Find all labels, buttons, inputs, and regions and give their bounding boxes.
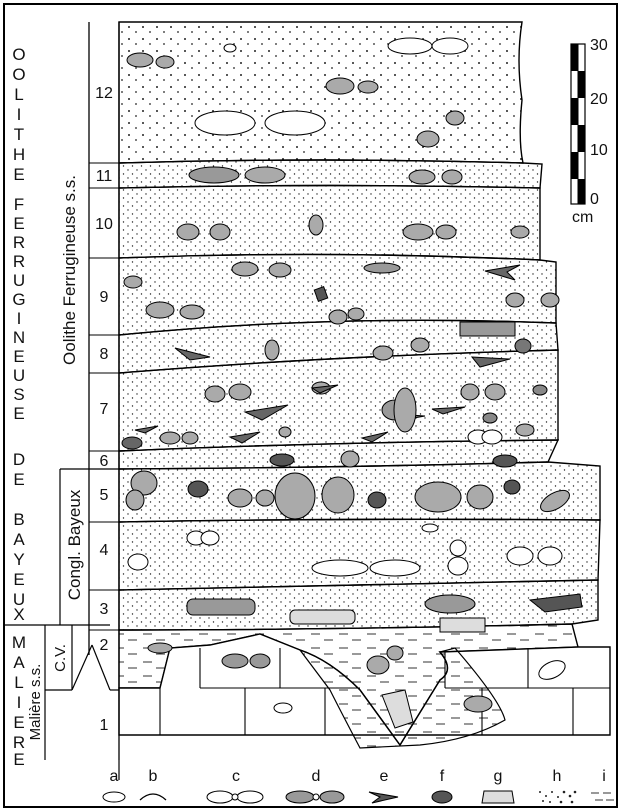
- formation-letter: D: [13, 450, 25, 469]
- scale-tick: 0: [590, 191, 599, 208]
- formation-letter: I: [17, 693, 22, 712]
- formation-letter: R: [13, 233, 25, 252]
- unit-cv: C.V.: [52, 644, 69, 672]
- legend-symbol-g: [482, 791, 514, 803]
- legend-symbol-h: [539, 791, 576, 804]
- bed-number: 9: [100, 289, 109, 306]
- formation-letter: F: [14, 195, 24, 214]
- unit-congl-bayeux: Congl. Bayeux: [65, 489, 84, 600]
- scale-tick: 10: [590, 142, 608, 159]
- formation-letter: U: [13, 271, 25, 290]
- legend-symbol-f: [432, 791, 452, 803]
- bed-number: 6: [100, 453, 109, 470]
- legend-symbol-a: [103, 792, 125, 802]
- formation-letter: E: [13, 214, 24, 233]
- formation-letter: A: [13, 653, 25, 672]
- unit-maliere-ss: Malière s.s.: [27, 664, 44, 741]
- scale-bar: 30 20 10 0 cm: [571, 37, 608, 226]
- formation-letter: R: [13, 252, 25, 271]
- formation-letter: E: [13, 713, 24, 732]
- legend-letter: e: [380, 768, 389, 785]
- bed-numbers: 12 11 10 9 8 7 6 5 4 3 2 1: [95, 85, 113, 734]
- formation-letter: I: [17, 105, 22, 124]
- formation-letter: G: [12, 290, 25, 309]
- formation-letter: E: [13, 570, 24, 589]
- bed-number: 10: [95, 216, 113, 233]
- legend-letter: f: [440, 768, 445, 785]
- legend-letter: c: [232, 768, 240, 785]
- formation-letter: O: [12, 45, 25, 64]
- formation-letter: N: [13, 328, 25, 347]
- legend-letter: b: [149, 768, 158, 785]
- bed-number: 8: [100, 346, 109, 363]
- bed-11: [119, 160, 542, 188]
- formation-name: O O L I T H E F E R R U G I N E U S E D …: [12, 45, 25, 624]
- formation-letter: B: [13, 510, 24, 529]
- legend-letter: a: [110, 768, 119, 785]
- formation-letter: E: [13, 470, 24, 489]
- legend-letter: h: [553, 768, 562, 785]
- formation-letter: E: [13, 347, 24, 366]
- formation-letter: T: [14, 125, 24, 144]
- formation-letter: E: [13, 750, 24, 769]
- bed-10: [119, 186, 540, 261]
- bed-number: 7: [100, 401, 109, 418]
- bed-number: 12: [95, 85, 113, 102]
- formation-letter: S: [13, 385, 24, 404]
- formation-letter: O: [12, 65, 25, 84]
- formation-letter: X: [13, 605, 24, 624]
- legend-symbol-b: [140, 794, 166, 800]
- scale-tick: 30: [590, 37, 608, 54]
- formation-letter: H: [13, 145, 25, 164]
- bed-number: 1: [100, 717, 109, 734]
- legend-symbol-i: [591, 793, 614, 800]
- bed-number: 4: [100, 542, 109, 559]
- scale-tick: 20: [590, 91, 608, 108]
- formation-letter: A: [13, 530, 25, 549]
- legend-symbol-e: [369, 792, 398, 803]
- formation-letter: Y: [13, 550, 24, 569]
- maliere-name: M A L I E R E: [12, 633, 26, 769]
- bed-number: 2: [100, 637, 109, 654]
- unit-oolithe-ss: Oolithe Ferrugineuse s.s.: [60, 175, 79, 365]
- bed-number: 11: [96, 168, 113, 185]
- bed-number: 5: [100, 487, 109, 504]
- formation-letter: U: [13, 366, 25, 385]
- formation-letter: L: [14, 85, 23, 104]
- scale-unit: cm: [572, 209, 593, 226]
- legend-letter: d: [312, 768, 321, 785]
- bed-fills: [119, 22, 610, 748]
- legend-symbol-c: [207, 791, 263, 803]
- legend-letter: i: [602, 768, 606, 785]
- legend: a b c d e f g h i: [103, 760, 614, 803]
- legend-letter: g: [494, 768, 503, 785]
- formation-letter: M: [12, 633, 26, 652]
- formation-letter: L: [14, 673, 23, 692]
- legend-symbol-d: [286, 791, 344, 803]
- formation-letter: E: [13, 165, 24, 184]
- formation-letter: E: [13, 404, 24, 423]
- formation-letter: I: [17, 309, 22, 328]
- bed-number: 3: [100, 601, 109, 618]
